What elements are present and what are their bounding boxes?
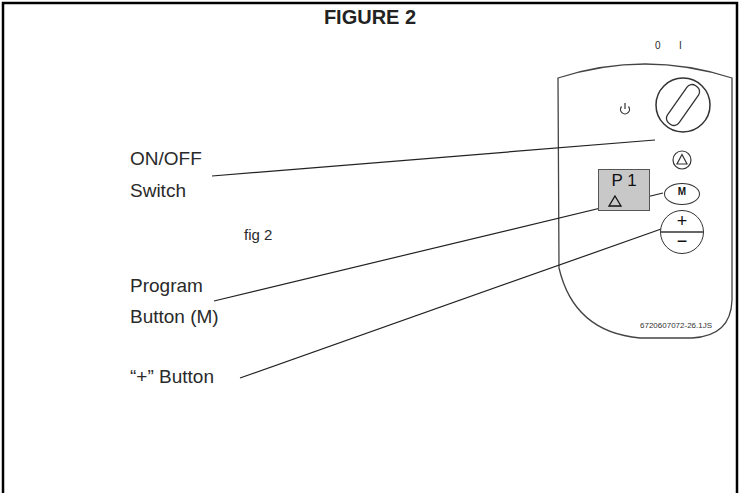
leader-line — [240, 228, 664, 378]
part-label: ON/OFF Switch — [130, 143, 212, 207]
program-button: M — [664, 183, 700, 205]
node-text: M — [665, 184, 699, 200]
node-text: − — [661, 231, 703, 251]
knob-slot — [664, 82, 702, 128]
figure-title: FIGURE 2 — [0, 6, 740, 29]
part-label: “+” Button — [130, 366, 214, 388]
standby-symbol — [621, 103, 630, 114]
display-screen: P 1 — [598, 169, 650, 211]
knob — [656, 78, 710, 132]
reset-button — [673, 151, 691, 169]
node-text: P 1 — [599, 172, 649, 190]
plus-minus-button: +− — [660, 210, 704, 254]
switch-mark: I — [679, 40, 682, 52]
warning-symbol — [677, 155, 687, 165]
display-warning-icon — [608, 195, 622, 207]
part-number: 6720607072-26.1JS — [640, 321, 712, 331]
figure-note: fig 2 — [244, 226, 272, 244]
control-panel — [558, 64, 732, 338]
frame-border — [3, 3, 737, 493]
node-text: + — [661, 211, 703, 231]
part-label: Program Button (M) — [130, 270, 242, 332]
switch-mark: 0 — [655, 40, 661, 52]
leader-line — [212, 140, 655, 176]
leader-line — [214, 193, 663, 301]
